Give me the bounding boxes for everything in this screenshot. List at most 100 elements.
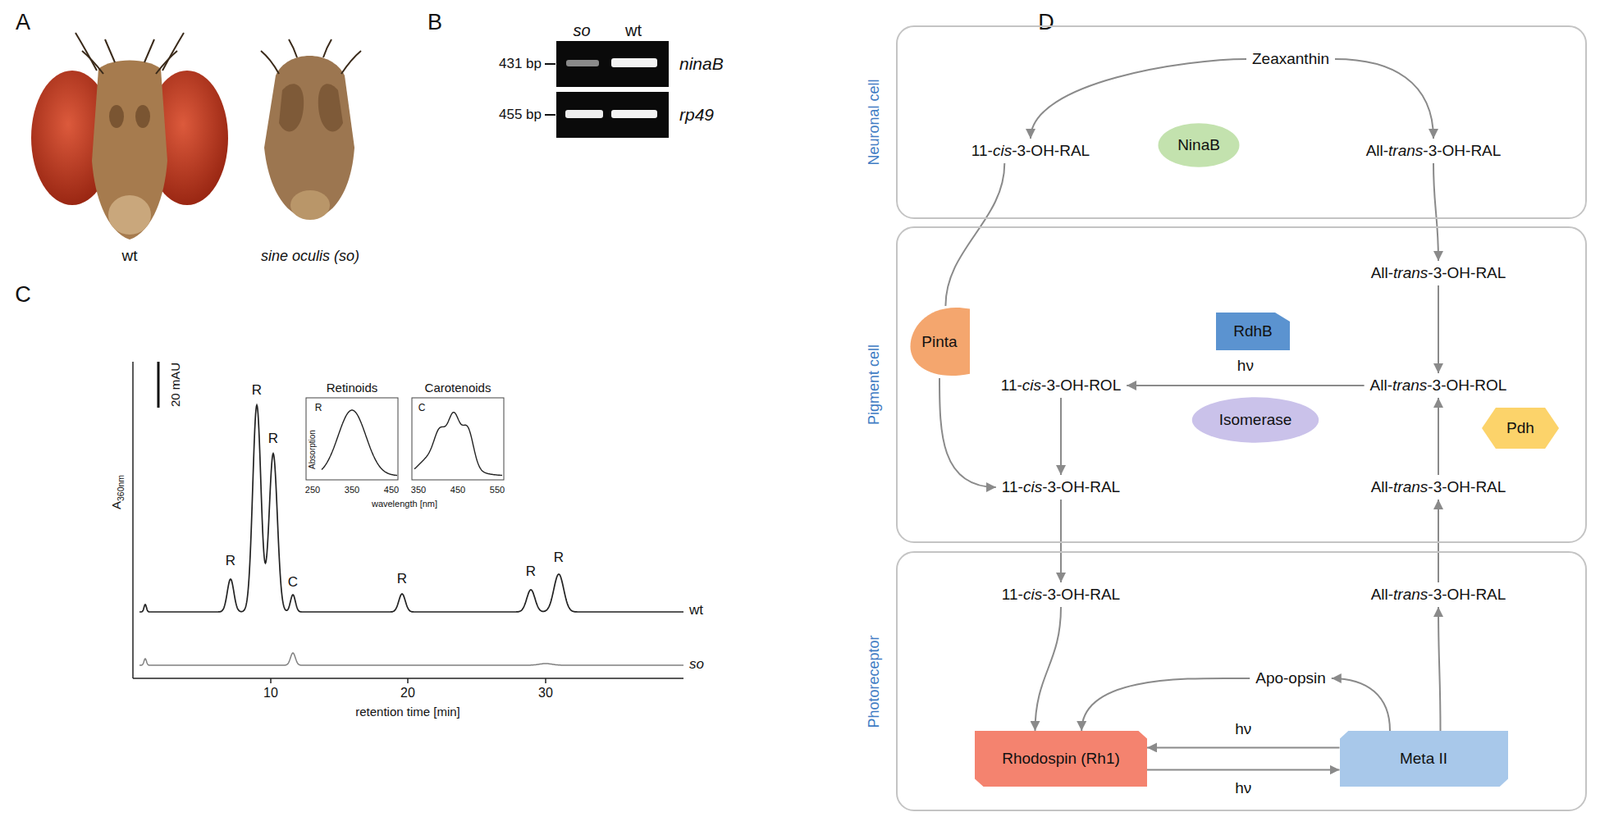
node-text: Pinta [921,333,957,352]
connector-arrow [1437,285,1440,374]
connector-arrow [1126,384,1364,387]
peak-label: R [525,563,536,581]
gel-lane [556,41,669,87]
trace-label: so [689,656,704,673]
inset-tag: C [418,402,426,415]
node-text: Pdh [1506,419,1535,438]
node-text: Meta II [1399,749,1448,768]
connector-arrow [1060,397,1062,476]
compound-label: All-trans-3-OH-RAL [1365,582,1513,608]
node-text: Zeaxanthin [1252,50,1330,69]
connector-arrow [1035,607,1062,732]
connector-arrow [1437,397,1440,476]
connector-arrow [1331,678,1390,732]
x-tick [406,678,409,684]
figure-part [323,39,332,58]
size-label: 455 bp [498,106,542,124]
so-fly-head [260,39,362,220]
inset-title: Carotenoids [425,380,492,395]
size-tick [544,114,556,116]
compound-label: All-trans-3-OH-RAL [1360,138,1508,164]
node-text: 11-cis-3-OH-RAL [971,141,1090,160]
compound-label: Zeaxanthin [1246,46,1335,72]
node-text: 11-cis-3-OH-RAL [1001,585,1120,604]
connector-arrow [939,378,997,488]
tick-label: 450 [384,484,399,496]
gene-label: rp49 [679,105,714,125]
proboscis [290,190,330,220]
spectrum-line [321,410,398,476]
size-tick [544,63,556,65]
connector-arrow [1433,163,1439,261]
size-label: 431 bp [498,55,542,73]
peak-label: R [225,553,236,570]
region-heading: Neuronal cell [865,78,883,165]
region-heading: Pigment cell [865,344,883,426]
figure-part [288,39,298,58]
compound-label: All-trans-3-OH-ROL [1364,373,1514,398]
figure-part [155,50,178,74]
tick-label: 250 [305,484,320,496]
bristles [260,39,362,74]
figure-part [260,50,279,74]
node-text: All-trans-3-OH-RAL [1366,141,1502,160]
gel-band [611,109,658,119]
transporter-shape: Pinta [909,306,970,379]
node-text: Apo-opsin [1255,669,1326,688]
axis-title: retention time [min] [355,704,461,719]
genotype-label: wt [122,246,138,266]
gel-band [611,58,658,68]
y-axis [132,361,134,679]
node-text: RdhB [1233,322,1273,341]
compound-label: 11-cis-3-OH-RAL [996,582,1126,608]
figure-part [144,39,155,63]
peak-label: R [268,430,279,448]
compound-label: 11-cis-3-OH-RAL [996,475,1126,500]
peak-label: R [251,382,262,399]
trace-line [139,653,684,666]
shape-fill [974,731,1148,787]
lane-label: so [572,21,590,41]
head-shading [318,83,343,132]
inset-title: Retinoids [326,380,379,395]
inset-frame [411,397,504,480]
connector-arrow [1060,499,1062,583]
inset-frame [306,397,398,480]
proboscis [108,195,151,235]
italic-part: trans [1393,585,1428,604]
compound-label: 11-cis-3-OH-ROL [995,373,1127,398]
tick-label: 550 [489,484,505,496]
gene-label: ninaB [679,54,724,74]
genotype-label: sine oculis (so) [260,247,360,266]
tick-label: 10 [263,685,279,701]
antenna [135,105,151,128]
compound-label: All-trans-3-OH-RAL [1365,260,1513,286]
scale-label: 20 mAU [168,362,183,407]
node-text: 11-cis-3-OH-ROL [1001,376,1121,395]
node-text: All-trans-3-OH-RAL [1371,585,1507,604]
node-text: All-trans-3-OH-RAL [1371,264,1507,283]
pigment-box: Rhodospin (Rh1) [974,731,1148,787]
antenna [109,105,124,128]
tick-label: 350 [344,484,360,496]
connector-arrow [1438,607,1441,732]
peak-label: R [397,571,407,588]
compound-label: 11-cis-3-OH-RAL [965,138,1096,164]
compound-label: All-trans-3-OH-RAL [1365,475,1513,500]
connector-arrow [1437,499,1440,583]
edge-label: hν [1234,356,1257,375]
italic-part: trans [1393,264,1428,282]
panel-letter: C [14,282,32,308]
node-text: All-trans-3-OH-RAL [1371,478,1507,497]
edge-label: hν [1232,720,1254,739]
bristles [75,32,184,74]
subscript: 360nm [115,475,126,502]
cell-region: Neuronal cellZeaxanthinNinaB11-cis-3-OH-… [896,25,1587,220]
chromatogram [132,361,684,684]
enzyme-ellipse: Isomerase [1191,397,1320,444]
x-tick [544,678,547,684]
figure-part [162,32,184,71]
x-tick [269,678,272,684]
